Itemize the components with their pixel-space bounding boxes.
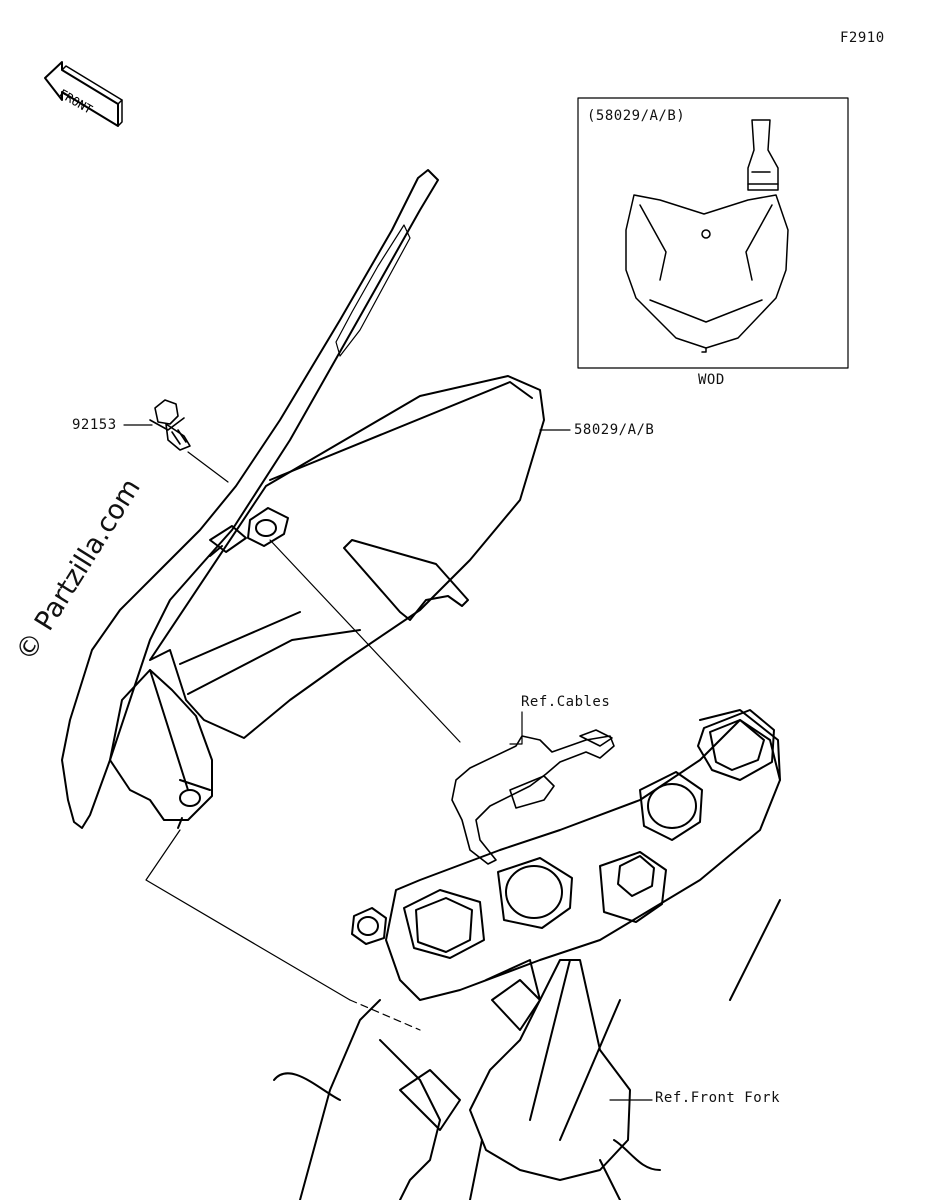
inset-caption-bottom: WOD bbox=[698, 372, 725, 388]
inset-number-plate-drawing bbox=[625, 119, 789, 353]
front-arrow-icon: FRONT bbox=[44, 61, 123, 127]
figure-code: F2910 bbox=[840, 30, 885, 46]
callout-number-plate: 58029/A/B bbox=[574, 422, 655, 438]
svg-text:FRONT: FRONT bbox=[57, 86, 95, 116]
callout-ref-cables: Ref.Cables bbox=[521, 694, 611, 710]
leader-lines bbox=[123, 424, 653, 1101]
bolt-92153-drawing bbox=[149, 399, 191, 451]
inset-frame bbox=[577, 97, 849, 369]
inset-caption-top: (58029/A/B) bbox=[587, 108, 686, 124]
cable-bracket-drawing bbox=[451, 729, 615, 865]
number-plate-drawing bbox=[61, 169, 545, 829]
callout-bolt-92153: 92153 bbox=[72, 417, 117, 433]
triple-clamp-drawing bbox=[273, 709, 781, 1200]
callout-ref-front-fork: Ref.Front Fork bbox=[655, 1090, 781, 1106]
